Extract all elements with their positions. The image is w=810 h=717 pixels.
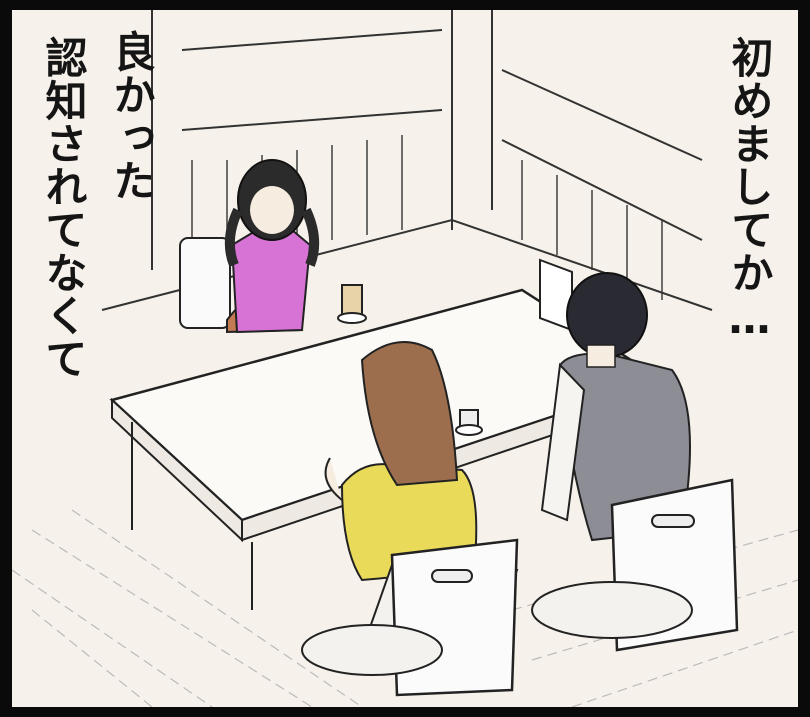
speech-text-right: 初めましてか… [725,36,774,344]
floor-chair-front [301,538,519,697]
scene-illustration [12,10,798,707]
floor-chair-right [531,478,739,652]
girl-with-pigtails [179,159,320,334]
comic-panel: 初めましてか… 良かった 認知されてなくて [12,10,798,707]
speech-text-left-1: 良かった [107,30,156,202]
cup-back [337,284,367,324]
speech-text-left-2: 認知されてなくて [39,36,88,380]
man-in-vest [540,272,691,542]
cup-front [455,409,483,436]
